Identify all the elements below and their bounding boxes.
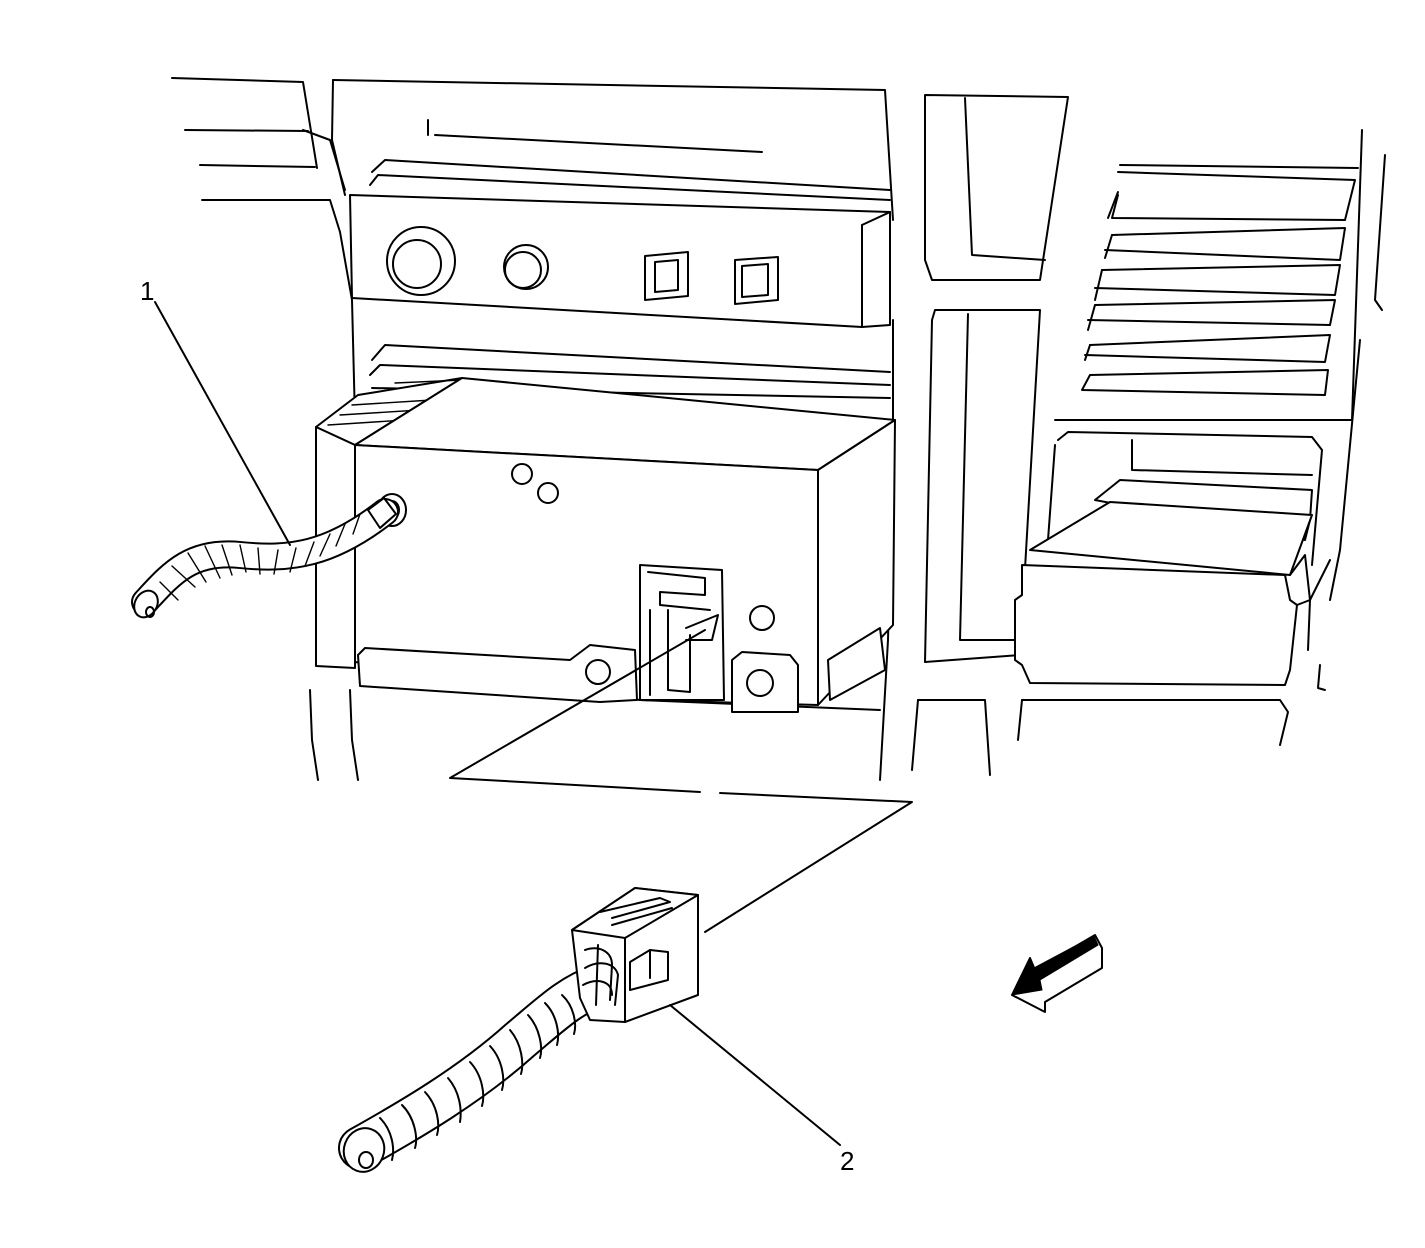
right-air-vent (911, 94, 1069, 776)
callout-2-label: 2 (840, 1146, 854, 1176)
mounting-tab (731, 651, 799, 713)
right-vent-louvers (1054, 129, 1386, 601)
view-direction-arrow-icon (1011, 934, 1103, 1013)
dash-left-trim (171, 77, 359, 781)
radio-connector-socket (639, 564, 725, 701)
right-lower-module (1014, 431, 1331, 746)
radio-harness-connector (338, 887, 699, 1173)
antenna-cable (131, 497, 399, 619)
callout-1-label: 1 (140, 276, 154, 306)
tuning-knob-icon (503, 244, 549, 290)
upper-control-panel (349, 159, 891, 328)
preset-button-2-icon (734, 256, 779, 305)
radio-unit (315, 377, 896, 713)
detail-projection-lines (449, 629, 913, 933)
callout-1-leader (154, 301, 291, 546)
preset-button-1-icon (644, 251, 689, 301)
volume-knob-icon (386, 226, 456, 296)
callout-2-leader (669, 1004, 841, 1146)
